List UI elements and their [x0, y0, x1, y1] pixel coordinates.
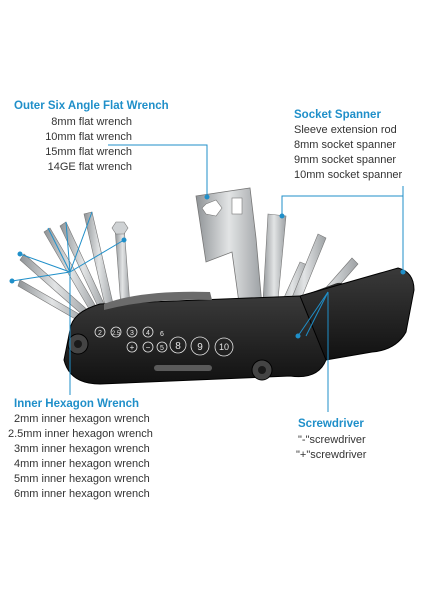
hex-wrench-title: Inner Hexagon Wrench: [14, 398, 140, 410]
marking-3: 3: [130, 330, 134, 337]
list-item: 4mm inner hexagon wrench: [14, 458, 150, 470]
list-item: 2.5mm inner hexagon wrench: [8, 428, 153, 440]
list-item: "+"screwdriver: [296, 449, 367, 461]
list-item: 6mm inner hexagon wrench: [14, 488, 150, 500]
list-item: 10mm socket spanner: [294, 169, 403, 181]
list-item: "-"screwdriver: [298, 434, 366, 446]
list-item: 15mm flat wrench: [45, 146, 132, 158]
marking-9: 9: [197, 342, 203, 353]
callout-lines: [9, 144, 406, 412]
list-item: 14GE flat wrench: [47, 161, 132, 173]
screwdriver-title: Screwdriver: [298, 418, 364, 430]
flat-wrench: [195, 187, 263, 311]
list-item: 2mm inner hexagon wrench: [14, 413, 150, 425]
outer-wrench-title: Outer Six Angle Flat Wrench: [14, 100, 169, 112]
marking-minus: −: [146, 343, 151, 352]
marking-4: 4: [146, 330, 150, 337]
hex-wrench-list: 2mm inner hexagon wrench 2.5mm inner hex…: [8, 412, 153, 502]
list-item: 5mm inner hexagon wrench: [14, 473, 150, 485]
socket-spanner-list: Sleeve extension rod 8mm socket spanner …: [294, 123, 402, 183]
marking-plus: +: [130, 343, 135, 352]
list-item: Sleeve extension rod: [294, 124, 397, 136]
marking-2-5: 2.5: [112, 331, 121, 337]
list-item: 8mm socket spanner: [294, 139, 397, 151]
marking-8: 8: [175, 341, 181, 352]
screwdriver-list: "-"screwdriver "+"screwdriver: [296, 433, 366, 463]
marking-2: 2: [98, 330, 102, 337]
list-item: 10mm flat wrench: [45, 131, 132, 143]
body-markings: [94, 326, 234, 357]
list-item: 8mm flat wrench: [51, 116, 132, 128]
marking-10: 10: [219, 342, 229, 352]
body-marking-text: 2 2.5 3 4 + − 5 6 8 9 10: [98, 330, 229, 353]
marking-5: 5: [160, 345, 164, 352]
list-item: 9mm socket spanner: [294, 154, 397, 166]
socket-spanner-title: Socket Spanner: [294, 109, 381, 121]
outer-wrench-list: 8mm flat wrench 10mm flat wrench 15mm fl…: [45, 115, 132, 175]
list-item: 3mm inner hexagon wrench: [14, 443, 150, 455]
marking-6: 6: [160, 331, 164, 338]
